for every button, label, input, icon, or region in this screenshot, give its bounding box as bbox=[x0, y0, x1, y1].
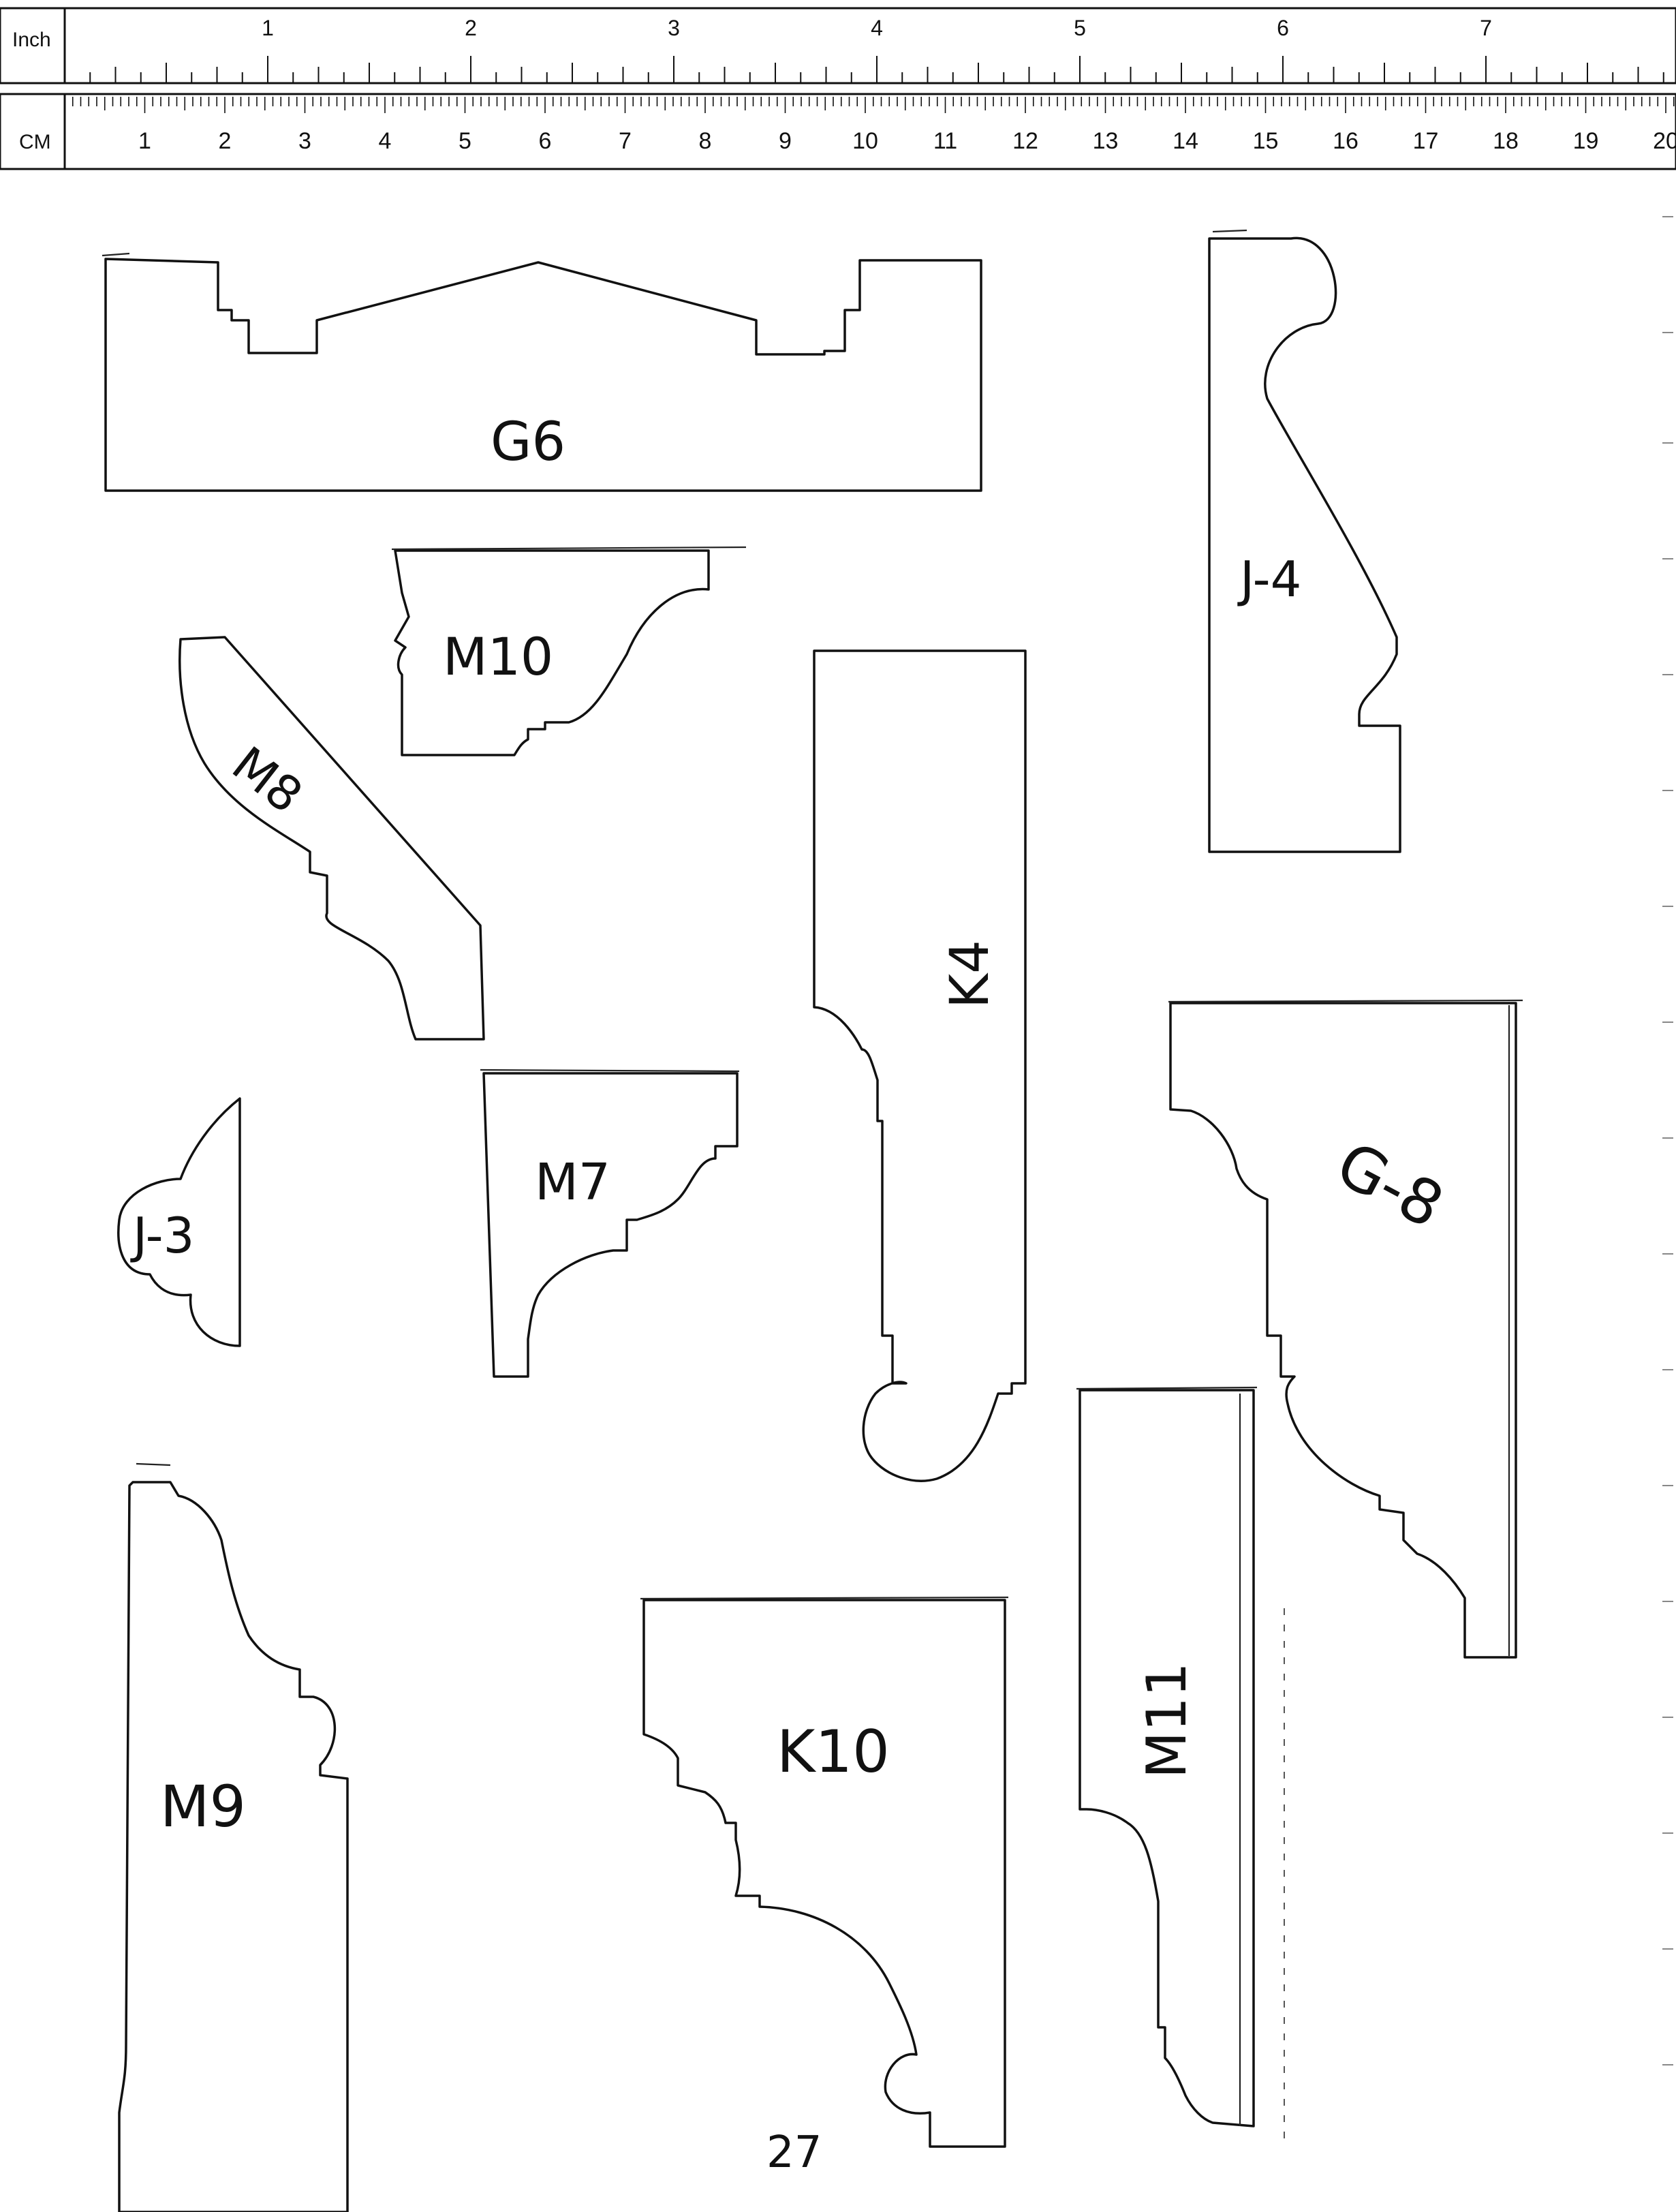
cm-number: 15 bbox=[1253, 128, 1279, 154]
inch-label: Inch bbox=[12, 29, 51, 51]
inch-ruler-strip bbox=[0, 7, 1676, 85]
g6-outline bbox=[104, 258, 982, 492]
k10-label: K10 bbox=[777, 1718, 890, 1786]
profile-k4: K4 bbox=[813, 649, 1027, 1482]
m11-outline bbox=[1078, 1389, 1255, 2127]
g6-label: G6 bbox=[491, 412, 565, 473]
inch-number: 3 bbox=[668, 16, 680, 40]
cm-label: CM bbox=[19, 131, 51, 153]
k10-outline bbox=[642, 1599, 1006, 2148]
cm-number: 9 bbox=[779, 128, 792, 154]
cm-number: 18 bbox=[1493, 128, 1519, 154]
cm-number: 4 bbox=[379, 128, 392, 154]
profile-k10: K10 bbox=[640, 1596, 1009, 2148]
cm-number: 6 bbox=[539, 128, 552, 154]
cm-number: 16 bbox=[1333, 128, 1359, 154]
g8-outline bbox=[1169, 1002, 1517, 1659]
cm-ruler-strip bbox=[0, 93, 1676, 170]
cm-number: 11 bbox=[933, 128, 957, 154]
inch-number: 2 bbox=[465, 16, 477, 40]
inch-number: 7 bbox=[1480, 16, 1492, 40]
j3-outline bbox=[117, 1097, 241, 1347]
profile-m7: M7 bbox=[480, 1069, 740, 1378]
cm-number: 20 bbox=[1653, 128, 1676, 154]
inch-number: 1 bbox=[262, 16, 274, 40]
m7-label: M7 bbox=[535, 1153, 610, 1212]
profile-j3: J-3 bbox=[117, 1097, 241, 1347]
cm-number: 5 bbox=[459, 128, 471, 154]
m8-outline bbox=[179, 636, 485, 1041]
cm-number: 19 bbox=[1573, 128, 1599, 154]
profile-g6: G6 bbox=[102, 252, 982, 492]
m11-label: M11 bbox=[1135, 1662, 1198, 1779]
g8-label: G-8 bbox=[1325, 1128, 1455, 1243]
m10-label: M10 bbox=[443, 626, 553, 687]
profile-m10: M10 bbox=[391, 546, 747, 756]
inch-number: 4 bbox=[871, 16, 883, 40]
m8-label: M8 bbox=[222, 736, 313, 824]
cm-number: 1 bbox=[138, 128, 151, 154]
cm-number: 12 bbox=[1012, 128, 1038, 154]
cm-number: 10 bbox=[852, 128, 878, 154]
k4-outline bbox=[813, 649, 1027, 1482]
page-number: 27 bbox=[766, 2127, 822, 2178]
profile-m8: M8 bbox=[179, 636, 485, 1041]
inch-ticks bbox=[64, 56, 1664, 83]
m7-outline bbox=[482, 1072, 739, 1378]
cm-number: 3 bbox=[298, 128, 311, 154]
cm-number: 7 bbox=[619, 128, 632, 154]
cm-number: 14 bbox=[1173, 128, 1198, 154]
inch-number: 5 bbox=[1074, 16, 1086, 40]
cm-number: 2 bbox=[219, 128, 232, 154]
cm-number: 8 bbox=[699, 128, 712, 154]
j4-outline bbox=[1208, 236, 1401, 853]
k4-label: K4 bbox=[940, 940, 1001, 1009]
j3-label: J-3 bbox=[130, 1207, 194, 1264]
edge-marks bbox=[1662, 216, 1673, 2065]
m9-outline bbox=[118, 1481, 349, 2212]
inch-numbers: 1 2 3 4 5 6 7 bbox=[262, 16, 1492, 40]
profile-j4: J-4 bbox=[1208, 229, 1401, 853]
inch-number: 6 bbox=[1277, 16, 1289, 40]
profile-m11: M11 bbox=[1076, 1386, 1285, 2147]
cm-number: 17 bbox=[1413, 128, 1439, 154]
profile-g8: G-8 bbox=[1168, 999, 1523, 1659]
cm-ticks bbox=[64, 97, 1675, 113]
j4-label: J-4 bbox=[1237, 551, 1301, 608]
m10-outline bbox=[394, 549, 710, 756]
m9-label: M9 bbox=[160, 1773, 246, 1840]
profile-m9: M9 bbox=[118, 1462, 349, 2212]
cm-number: 13 bbox=[1093, 128, 1119, 154]
